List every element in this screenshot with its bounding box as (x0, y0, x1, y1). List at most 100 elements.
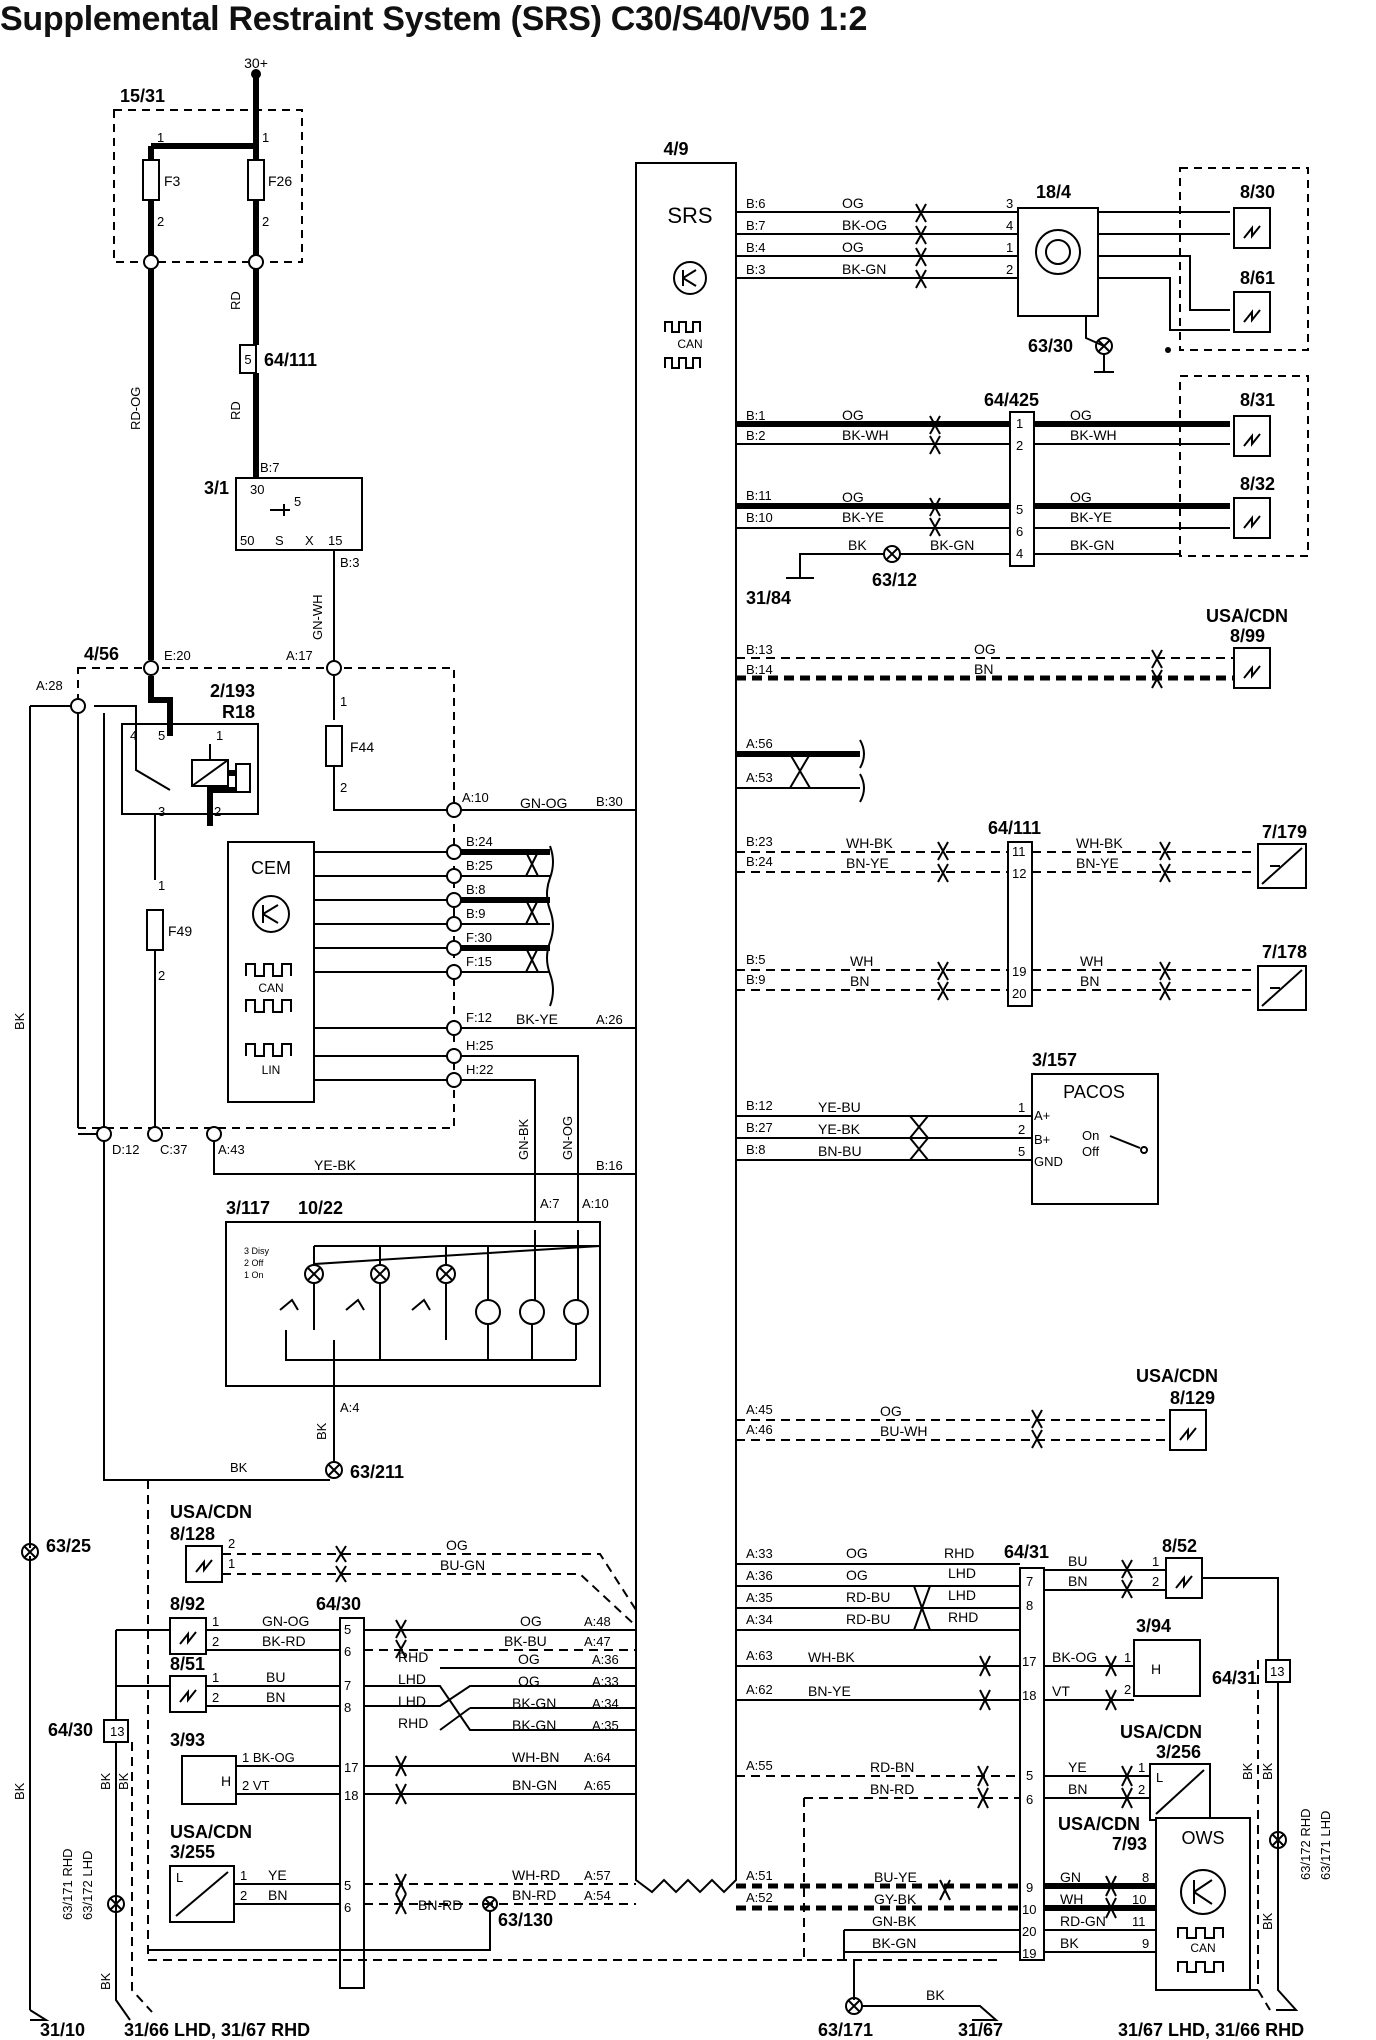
svg-text:A:54: A:54 (584, 1888, 611, 1903)
svg-text:BU: BU (266, 1669, 285, 1685)
svg-text:OG: OG (1070, 489, 1092, 505)
svg-text:BK-OG: BK-OG (1052, 1649, 1097, 1665)
svg-text:BK: BK (1060, 1935, 1079, 1951)
svg-text:BK: BK (12, 1012, 27, 1030)
svg-text:19: 19 (1012, 964, 1026, 979)
svg-text:2 Off: 2 Off (244, 1258, 264, 1268)
svg-text:31/10: 31/10 (40, 2020, 85, 2040)
svg-text:F:12: F:12 (466, 1010, 492, 1025)
svg-text:2: 2 (1124, 1682, 1131, 1697)
svg-text:63/171 RHD: 63/171 RHD (60, 1848, 75, 1920)
svg-text:YE-BK: YE-BK (818, 1121, 861, 1137)
svg-text:64/31: 64/31 (1212, 1668, 1257, 1688)
svg-text:63/30: 63/30 (1028, 336, 1073, 356)
svg-text:3: 3 (1006, 196, 1013, 211)
svg-text:E:20: E:20 (164, 648, 191, 663)
svg-text:BN-RD: BN-RD (870, 1781, 914, 1797)
svg-text:2: 2 (1138, 1782, 1145, 1797)
svg-text:OG: OG (974, 641, 996, 657)
svg-text:B:3: B:3 (746, 262, 766, 277)
svg-text:B:30: B:30 (596, 794, 623, 809)
svg-text:L: L (176, 1870, 183, 1885)
svg-text:BK: BK (98, 1972, 113, 1990)
svg-text:63/12: 63/12 (872, 570, 917, 590)
srs-module: 4/9 SRS CAN (635, 139, 737, 1894)
svg-text:9: 9 (1026, 1880, 1033, 1895)
svg-text:18/4: 18/4 (1036, 182, 1071, 202)
svg-text:8: 8 (1142, 1870, 1149, 1885)
svg-text:A:65: A:65 (584, 1778, 611, 1793)
svg-text:BK: BK (1260, 1912, 1275, 1930)
svg-text:6: 6 (344, 1900, 351, 1915)
svg-text:A:7: A:7 (540, 1196, 560, 1211)
svg-text:A:34: A:34 (746, 1612, 773, 1627)
svg-text:BN-GN: BN-GN (512, 1777, 557, 1793)
svg-text:RD-GN: RD-GN (1060, 1913, 1106, 1929)
svg-text:CEM: CEM (251, 858, 291, 878)
svg-text:5: 5 (344, 1622, 351, 1637)
svg-text:1: 1 (262, 130, 269, 145)
svg-text:A+: A+ (1034, 1108, 1050, 1123)
svg-text:RD-BU: RD-BU (846, 1589, 890, 1605)
svg-text:BN-RD: BN-RD (418, 1897, 462, 1913)
svg-text:WH-BK: WH-BK (846, 835, 893, 851)
svg-text:WH: WH (850, 953, 873, 969)
svg-text:8/52: 8/52 (1162, 1536, 1197, 1556)
svg-text:64/30: 64/30 (48, 1720, 93, 1740)
svg-text:USA/CDN: USA/CDN (1120, 1722, 1202, 1742)
svg-text:BN: BN (268, 1887, 287, 1903)
svg-text:WH: WH (1080, 953, 1103, 969)
svg-text:2 VT: 2 VT (242, 1778, 270, 1793)
svg-text:A:53: A:53 (746, 770, 773, 785)
svg-text:X: X (305, 533, 314, 548)
svg-text:1: 1 (158, 878, 165, 893)
svg-text:A:63: A:63 (746, 1648, 773, 1663)
svg-text:1: 1 (1018, 1100, 1025, 1115)
svg-text:B:24: B:24 (746, 854, 773, 869)
svg-text:RD-OG: RD-OG (128, 387, 143, 430)
svg-text:GN-OG: GN-OG (262, 1613, 309, 1629)
svg-text:WH-RD: WH-RD (512, 1867, 560, 1883)
svg-text:B:1: B:1 (746, 408, 766, 423)
svg-text:B:13: B:13 (746, 642, 773, 657)
svg-text:8/30: 8/30 (1240, 182, 1275, 202)
svg-text:8/128: 8/128 (170, 1524, 215, 1544)
svg-text:F:15: F:15 (466, 954, 492, 969)
svg-text:2: 2 (240, 1888, 247, 1903)
svg-text:30+: 30+ (244, 55, 268, 71)
svg-text:CAN: CAN (1190, 1941, 1215, 1955)
svg-text:2: 2 (212, 1690, 219, 1705)
svg-text:1: 1 (340, 694, 347, 709)
svg-text:11: 11 (1012, 844, 1026, 859)
svg-text:6: 6 (1016, 524, 1023, 539)
svg-text:A:10: A:10 (462, 790, 489, 805)
svg-text:OG: OG (842, 195, 864, 211)
svg-text:H: H (221, 1773, 231, 1789)
svg-text:63/172 LHD: 63/172 LHD (80, 1851, 95, 1920)
svg-text:7/178: 7/178 (1262, 942, 1307, 962)
svg-text:LHD: LHD (948, 1565, 976, 1581)
svg-text:C:37: C:37 (160, 1142, 187, 1157)
svg-text:USA/CDN: USA/CDN (1058, 1814, 1140, 1834)
svg-text:GN-WH: GN-WH (310, 595, 325, 641)
svg-text:S: S (275, 533, 284, 548)
svg-text:4: 4 (130, 728, 137, 743)
svg-text:2: 2 (1152, 1574, 1159, 1589)
svg-text:WH-BK: WH-BK (1076, 835, 1123, 851)
svg-text:1: 1 (1016, 416, 1023, 431)
svg-text:1: 1 (1152, 1554, 1159, 1569)
svg-text:6: 6 (1026, 1792, 1033, 1807)
svg-text:1: 1 (228, 1556, 235, 1571)
svg-text:H:22: H:22 (466, 1062, 493, 1077)
svg-text:B:9: B:9 (746, 972, 766, 987)
svg-text:BU-YE: BU-YE (874, 1869, 917, 1885)
svg-text:YE-BK: YE-BK (314, 1157, 357, 1173)
svg-text:USA/CDN: USA/CDN (170, 1822, 252, 1842)
svg-text:B:10: B:10 (746, 510, 773, 525)
svg-text:BK-GN: BK-GN (842, 261, 886, 277)
svg-text:4/56: 4/56 (84, 644, 119, 664)
svg-text:3/93: 3/93 (170, 1730, 205, 1750)
svg-text:63/211: 63/211 (350, 1462, 404, 1482)
